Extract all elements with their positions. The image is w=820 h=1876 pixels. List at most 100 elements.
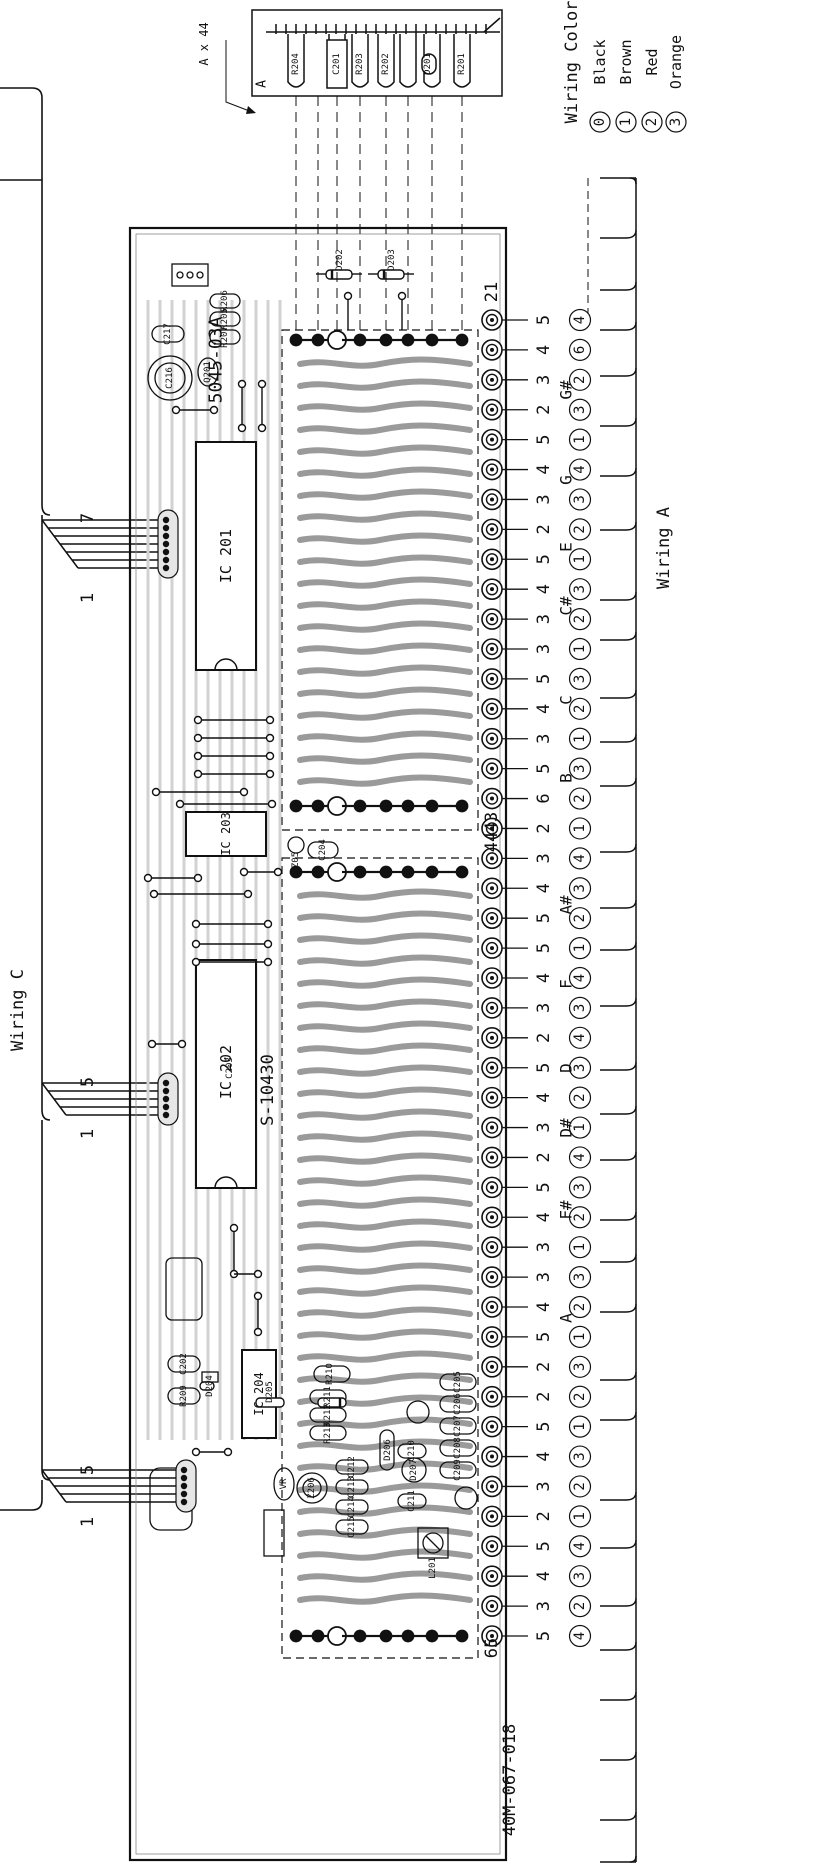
- circled-code-digit: 2: [572, 1213, 588, 1221]
- connector-pin: [162, 556, 170, 564]
- wiring-c-label: Wiring C: [8, 969, 28, 1051]
- key-contact-dot: [289, 799, 303, 813]
- bus-tap-line: [600, 1211, 637, 1221]
- pcb-trace: [297, 1240, 473, 1253]
- pcb-trace: [297, 1196, 473, 1209]
- edge-pad: [481, 967, 528, 989]
- circled-code-digit: 2: [572, 615, 588, 623]
- circled-code: 4: [568, 1146, 592, 1169]
- bus-tap-line: [600, 1105, 637, 1115]
- pcb-trace: [297, 1328, 473, 1341]
- pin-digit: 3: [534, 1481, 554, 1491]
- key-contact-dot: [379, 865, 393, 879]
- circled-code-digit: 2: [572, 1303, 588, 1311]
- bus-tap-line: [600, 521, 637, 531]
- key-contact-dot: [401, 799, 415, 813]
- pcb-trace: [297, 1218, 473, 1231]
- circled-code: 3: [568, 877, 592, 900]
- note-label: A#: [557, 895, 576, 915]
- board-number-label: 5045-03A: [206, 316, 227, 403]
- board-component-label: D202: [335, 249, 345, 271]
- circled-code: 1: [568, 548, 592, 571]
- board-component-label: D207: [409, 1459, 419, 1481]
- connector-wires-bottom: [41, 1469, 180, 1503]
- pcb-trace: [297, 1306, 473, 1319]
- circled-code-digit: 4: [572, 1632, 588, 1640]
- circled-code-digit: 3: [572, 1452, 588, 1460]
- circled-code: 1: [568, 817, 592, 840]
- board-connector-pins: [157, 509, 197, 1513]
- board-component-label: C213: [347, 1476, 357, 1498]
- edge-pad: [481, 1206, 528, 1229]
- key-contact-dot: [425, 1629, 439, 1643]
- component-note-label: A x 44: [197, 22, 211, 65]
- board-component-label: C214: [347, 1496, 357, 1518]
- edge-pad: [481, 1595, 528, 1617]
- circled-code: 3: [568, 488, 592, 511]
- circled-code-digit: 4: [572, 854, 588, 862]
- edge-pad: [481, 847, 528, 870]
- pin-digit: 6: [534, 793, 554, 803]
- pin-digit: 5: [534, 554, 554, 564]
- bus-tap-line: [600, 1371, 637, 1381]
- circled-code-digit: 2: [572, 1393, 588, 1401]
- connector-wires-mid: [41, 1082, 160, 1116]
- edge-pad: [481, 1266, 528, 1288]
- circled-code: 4: [568, 1026, 592, 1049]
- edge-pad: [481, 398, 528, 421]
- pin-digit: 4: [534, 1451, 554, 1461]
- pcb-trace: [297, 1548, 473, 1561]
- circled-code-digit: 3: [572, 675, 588, 683]
- pcb-trace: [297, 444, 473, 457]
- note-label: A: [557, 1313, 576, 1323]
- connector-top-start: 1: [78, 593, 98, 603]
- bus-tap-line: [600, 899, 637, 909]
- connector-wires-top: [41, 519, 160, 569]
- pcb-trace: [297, 1460, 473, 1473]
- connector-pin: [180, 1498, 188, 1506]
- note-label: C: [557, 695, 576, 705]
- legend-code: 3: [668, 118, 684, 126]
- circled-code: 1: [568, 727, 592, 750]
- diode-symbols: [199, 269, 414, 1408]
- board-component-label: R210: [325, 1363, 335, 1385]
- key-contact-dot: [289, 1629, 303, 1643]
- pin-digit: 3: [534, 1003, 554, 1013]
- inset-component-label: R201: [457, 53, 467, 75]
- pcb-trace: [297, 954, 473, 967]
- edge-pad: [481, 727, 528, 750]
- circled-code-digit: 1: [572, 1333, 588, 1341]
- board-component-label: Z05: [291, 852, 301, 868]
- key-contact-dot: [379, 1629, 393, 1643]
- pin-digit: 4: [534, 704, 554, 714]
- circled-code: 4: [568, 308, 592, 332]
- circled-code-digit: 2: [572, 1482, 588, 1490]
- connector-pin: [162, 1087, 170, 1095]
- pcb-trace: [297, 1526, 473, 1539]
- pcb-trace: [297, 532, 473, 545]
- circled-code: 2: [568, 1086, 592, 1109]
- bus-tap-line: [600, 591, 637, 601]
- connector-pin: [162, 524, 170, 532]
- pin-digit: 2: [534, 1152, 554, 1162]
- board-component-label: C204: [318, 839, 328, 861]
- circled-code-digit: 4: [572, 465, 588, 473]
- edge-pad: [481, 1176, 528, 1199]
- jumper-wires: [143, 291, 407, 1457]
- board-component-label: D205: [265, 1381, 275, 1403]
- pcb-trace: [297, 1108, 473, 1121]
- bus-tap-line: [600, 1539, 637, 1549]
- circled-code: 1: [568, 428, 592, 451]
- bus-tap-line: [600, 1641, 637, 1651]
- pcb-trace: [297, 1086, 473, 1099]
- ic-202-chip: [195, 959, 257, 1189]
- edge-pad: [481, 1146, 528, 1169]
- circled-code: 4: [568, 458, 592, 481]
- pcb-trace: [297, 510, 473, 523]
